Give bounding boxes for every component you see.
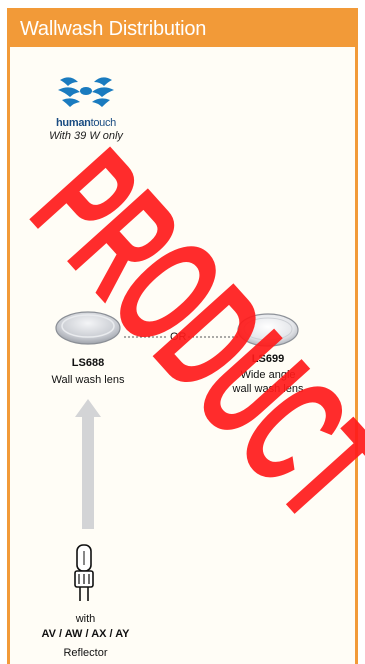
brand-note: With 39 W only <box>49 130 123 142</box>
section-title: Wallwash Distribution <box>10 11 355 47</box>
lens-desc-ls699-line1: Wide angle <box>240 369 296 381</box>
or-separator-line <box>124 336 238 338</box>
brand-name: humantouch <box>36 117 136 129</box>
lamp-reflector-icon <box>74 544 94 601</box>
lamp-label-reflector: Reflector <box>63 647 108 659</box>
lens-desc-ls699-line2: wall wash lens <box>232 383 304 395</box>
lens-ls688-image <box>55 311 121 345</box>
brand-name-bold: human <box>56 117 91 129</box>
lamp-reflector-codes: AV / AW / AX / AY <box>41 628 130 640</box>
lens-ls699-image <box>237 313 299 347</box>
lens-desc-ls699: Wide angle wall wash lens <box>210 368 326 396</box>
lens-desc-ls688: Wall wash lens <box>51 374 125 386</box>
lamp-label-with: with <box>75 613 96 625</box>
lens-code-ls699: LS699 <box>251 353 285 365</box>
humantouch-logo-icon <box>58 77 114 107</box>
up-arrow-icon <box>75 399 101 529</box>
or-separator-text: OR <box>170 331 187 343</box>
brand-name-thin: touch <box>90 117 117 129</box>
lens-code-ls688: LS688 <box>71 357 105 369</box>
humantouch-badge: humantouch With 39 W only <box>36 72 136 142</box>
